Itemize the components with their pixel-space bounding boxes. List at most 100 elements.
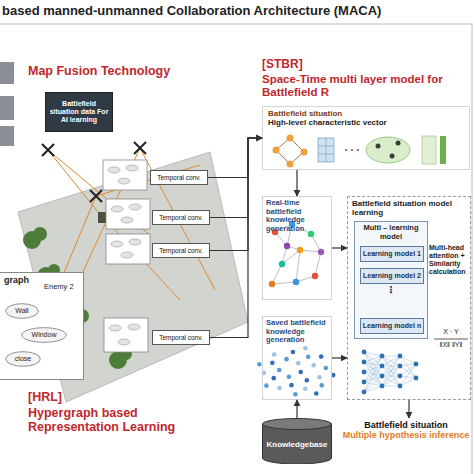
learning-model-box: Learning model 2	[360, 268, 424, 284]
section-title: Map Fusion Technology	[28, 64, 208, 78]
temporal-conv-box: Temporal conv.	[152, 210, 210, 225]
neural-network	[382, 366, 400, 386]
knowledge-graph	[296, 250, 300, 282]
space-time-graph-node	[121, 252, 133, 258]
space-time-graph-node	[108, 167, 120, 173]
learning-model-box: Learning model 1	[360, 246, 424, 262]
neural-network	[398, 374, 403, 379]
feature-graph	[287, 161, 294, 168]
figure-frame	[0, 24, 472, 474]
learning-model-box-text: Learning model 1	[361, 250, 423, 258]
flow-arrow	[296, 170, 297, 196]
knowledgebase-cylinder: Knowledgebase	[262, 418, 332, 464]
graph-vertex: Window	[21, 327, 67, 343]
neural-network	[362, 350, 419, 395]
data-tablet: Battlefield situation data For AI learni…	[45, 92, 113, 132]
ellipse-outline	[6, 304, 39, 319]
knowledge-cloud	[305, 378, 310, 383]
space-time-graph-node	[118, 178, 130, 184]
neural-network	[364, 376, 382, 392]
knowledge-cloud	[284, 357, 289, 362]
knowledgebase-cylinder-text: Knowledgebase	[262, 440, 332, 449]
feature-graph	[357, 149, 359, 151]
space-time-graph-panel	[103, 160, 150, 352]
feature-graph	[273, 147, 280, 154]
knowledge-graph	[282, 250, 300, 264]
feature-graph	[366, 137, 410, 163]
flow-arrow	[332, 357, 347, 358]
space-time-graph-panel	[103, 160, 147, 190]
knowledge-cloud	[306, 354, 311, 359]
neural-network	[380, 374, 385, 379]
space-time-graph-node	[128, 324, 140, 330]
knowledge-cloud	[277, 386, 282, 391]
neural-network	[398, 354, 403, 359]
knowledge-graph	[312, 273, 318, 279]
flow-arrow	[296, 400, 297, 418]
drone	[42, 144, 54, 156]
feature-graph	[440, 136, 446, 164]
neural-network	[364, 386, 382, 392]
knowledge-graph	[284, 243, 290, 249]
source-photo	[0, 126, 14, 146]
graph-vertex: close	[5, 351, 41, 367]
drone	[134, 142, 146, 154]
source-photo	[0, 62, 14, 146]
neural-network	[362, 390, 367, 395]
space-time-graph-node	[121, 217, 133, 223]
knowledge-cloud	[289, 383, 294, 388]
feature-graph	[351, 149, 353, 151]
formula-numerator: X · Y	[432, 328, 470, 336]
neural-network	[382, 356, 400, 376]
drone	[90, 190, 102, 202]
feature-panel-text: Battlefield situation	[268, 109, 464, 118]
neural-network	[400, 364, 416, 386]
multi-model-box: Multi – learning modelLearning model 1Le…	[354, 221, 428, 339]
temporal-conv-box-text: Temporal conv.	[154, 334, 208, 341]
feature-graph	[318, 138, 334, 162]
neural-network	[362, 360, 367, 365]
neural-network	[400, 378, 416, 386]
neural-network	[400, 364, 416, 376]
knowledge-cloud	[264, 383, 269, 388]
source-photo	[0, 62, 14, 84]
knowledge-cloud	[271, 376, 276, 381]
section-title: Hypergraph based Representation Learning	[28, 406, 198, 435]
space-time-graph-panel	[106, 199, 150, 229]
inference-result-text: Battlefield situation	[342, 420, 470, 430]
sensor-link	[48, 150, 150, 235]
knowledge-graph	[269, 281, 275, 287]
neural-network	[362, 380, 367, 385]
knowledge-graph	[315, 252, 321, 276]
graph-vertex-text: Wall	[5, 307, 39, 315]
feature-graph	[273, 135, 308, 168]
flow-arrow	[210, 138, 262, 251]
knowledge-cloud	[293, 392, 298, 397]
learning-panel: Battlefield situation model learningMult…	[347, 196, 471, 400]
space-time-graph-node	[111, 241, 123, 247]
ellipse-outline	[22, 328, 67, 343]
space-time-graph-panel	[106, 234, 150, 264]
neural-network	[382, 356, 400, 376]
feature-graph	[345, 149, 359, 151]
neural-network	[382, 366, 400, 386]
knowledge-cloud	[314, 391, 319, 396]
sensor-link	[140, 148, 215, 290]
space-time-graph-node	[129, 239, 141, 245]
feature-graph	[273, 135, 447, 168]
feature-graph	[301, 149, 308, 156]
attention-note: Multi-head attention + Similarity calcul…	[429, 244, 473, 276]
neural-network	[400, 356, 416, 364]
flow-arrow	[332, 247, 347, 248]
neural-network	[398, 364, 403, 369]
knowledge-cloud	[287, 374, 292, 379]
flow-arrow	[208, 138, 262, 178]
section-tag: [STBR]	[262, 58, 342, 72]
fraction-bar	[434, 339, 468, 340]
section-tag: [HRL]	[28, 390, 108, 404]
knowledge-panel-text: Saved battlefield knowledge generation	[266, 319, 328, 345]
knowledge-cloud	[298, 370, 303, 375]
feature-graph	[390, 154, 395, 159]
knowledge-cloud	[272, 352, 277, 357]
neural-network	[414, 376, 419, 381]
